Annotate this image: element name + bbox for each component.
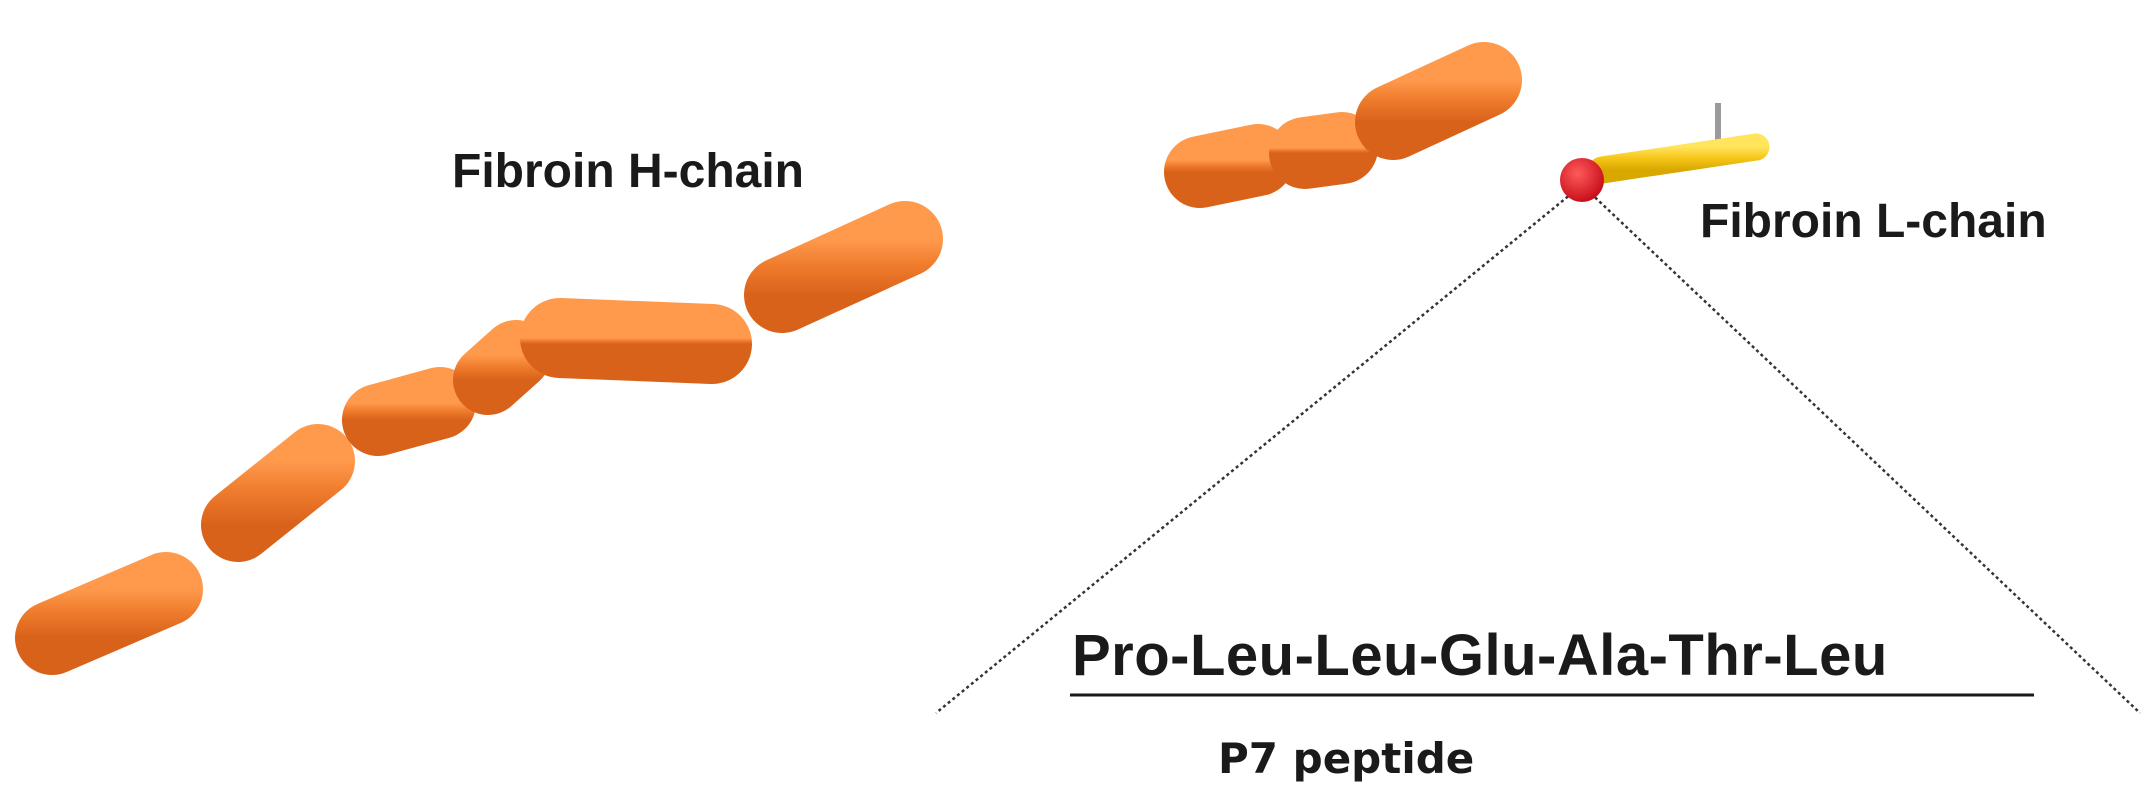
h-chain-segment [15,552,203,675]
l-chain-label: Fibroin L-chain [1700,195,2047,248]
zoom-line-right [1581,184,2141,714]
h-chain-segment [342,367,476,456]
h-chain-segment [520,298,752,384]
h-chain-label: Fibroin H-chain [452,145,804,198]
zoom-line-left [935,184,1583,714]
peptide-sequence: Pro-Leu-Leu-Glu-Ala-Thr-Leu [1072,623,1888,688]
h-chain-segment [1269,112,1378,189]
h-chain-segment [744,201,943,333]
h-chain [15,22,1756,675]
l-chain [1588,133,1770,184]
peptide-marker [1560,158,1604,202]
peptide-name: P7 peptide [1218,734,1475,783]
h-chain-segment [1355,42,1522,160]
h-chain-segment [201,424,355,562]
h-chain-segment [453,320,551,415]
h-chain-segment [1164,124,1294,208]
